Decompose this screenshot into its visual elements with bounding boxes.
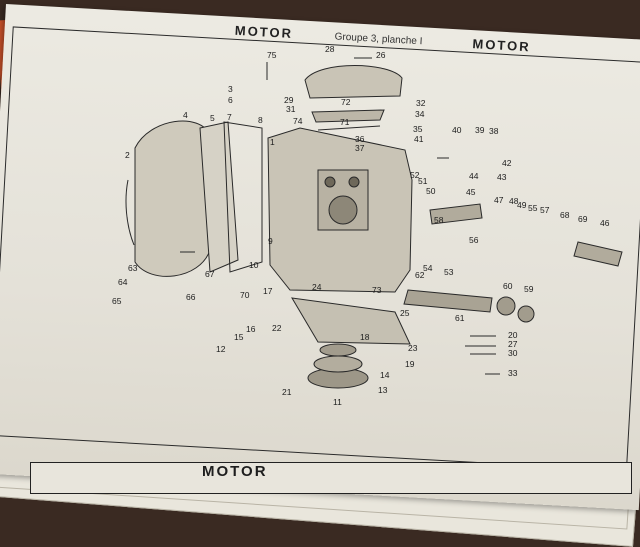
part-number-label: 41 (414, 134, 424, 144)
part-number-label: 13 (378, 385, 388, 395)
part-number-label: 53 (444, 267, 454, 277)
part-number-label: 5 (210, 113, 215, 123)
part-number-label: 48 (509, 196, 519, 206)
part-number-label: 45 (466, 187, 476, 197)
part-number-label: 2 (125, 150, 130, 160)
part-number-label: 47 (494, 195, 504, 205)
gasket-part (223, 121, 263, 273)
part-number-label: 22 (272, 323, 282, 333)
part-number-label: 1 (270, 137, 275, 147)
part-number-label: 10 (249, 260, 259, 270)
part-number-label: 23 (408, 343, 418, 353)
part-number-label: 70 (240, 290, 250, 300)
part-number-label: 36 (355, 134, 365, 144)
side-cover-part (134, 120, 211, 277)
part-number-label: 24 (312, 282, 322, 292)
part-number-label: 59 (524, 284, 534, 294)
part-number-label: 31 (286, 104, 296, 114)
part-number-label: 37 (355, 143, 365, 153)
part-number-label: 68 (560, 210, 570, 220)
part-number-label: 67 (205, 269, 215, 279)
part-number-label: 52 (410, 170, 420, 180)
part-number-label: 35 (413, 124, 423, 134)
part-number-label: 20 (508, 330, 518, 340)
part-number-label: 51 (418, 176, 428, 186)
part-number-label: 54 (423, 263, 433, 273)
part-number-label: 27 (508, 339, 518, 349)
part-number-label: 19 (405, 359, 415, 369)
part-number-label: 18 (360, 332, 370, 342)
part-number-label: 46 (600, 218, 610, 228)
next-section-title: MOTOR (202, 463, 268, 480)
part-number-label: 49 (517, 200, 527, 210)
part-number-label: 75 (267, 50, 277, 60)
part-number-label: 43 (497, 172, 507, 182)
part-number-label: 30 (508, 348, 518, 358)
cylinder-bore-part (328, 195, 358, 225)
part-number-label: 17 (263, 286, 273, 296)
part-number-label: 3 (228, 84, 233, 94)
part-number-label: 12 (216, 344, 226, 354)
top-cover-part (304, 65, 403, 99)
part-number-label: 8 (258, 115, 263, 125)
part-number-label: 15 (234, 332, 244, 342)
part-number-label: 73 (372, 285, 382, 295)
part-number-label: 64 (118, 277, 128, 287)
part-number-label: 66 (186, 292, 196, 302)
part-number-label: 25 (400, 308, 410, 318)
kickstart-shaft-part (403, 289, 493, 313)
part-number-label: 50 (426, 186, 436, 196)
part-number-label: 29 (284, 95, 294, 105)
handle-part (573, 241, 623, 267)
part-number-label: 38 (489, 126, 499, 136)
part-number-label: 55 (528, 203, 538, 213)
part-number-label: 39 (475, 125, 485, 135)
part-number-label: 32 (416, 98, 426, 108)
part-number-label: 14 (380, 370, 390, 380)
bottom-plate-part (291, 297, 411, 345)
part-number-label: 56 (469, 235, 479, 245)
part-number-label: 42 (502, 158, 512, 168)
part-number-label: 74 (293, 116, 303, 126)
part-number-label: 65 (112, 296, 122, 306)
part-number-label: 4 (183, 110, 188, 120)
part-number-label: 21 (282, 387, 292, 397)
part-number-label: 40 (452, 125, 462, 135)
part-number-label: 60 (503, 281, 513, 291)
part-number-label: 34 (415, 109, 425, 119)
part-number-label: 7 (227, 112, 232, 122)
part-number-label: 61 (455, 313, 465, 323)
shaft-part (429, 203, 483, 225)
part-number-label: 63 (128, 263, 138, 273)
part-number-label: 57 (540, 205, 550, 215)
part-number-label: 33 (508, 368, 518, 378)
part-number-label: 44 (469, 171, 479, 181)
part-number-label: 9 (268, 236, 273, 246)
part-number-label: 28 (325, 44, 335, 54)
part-number-label: 69 (578, 214, 588, 224)
part-number-label: 16 (246, 324, 256, 334)
part-number-label: 71 (340, 117, 350, 127)
part-number-label: 26 (376, 50, 386, 60)
part-number-label: 11 (333, 397, 342, 407)
part-number-label: 6 (228, 95, 233, 105)
part-number-label: 58 (434, 215, 444, 225)
part-number-label: 62 (415, 270, 425, 280)
part-number-label: 72 (341, 97, 351, 107)
